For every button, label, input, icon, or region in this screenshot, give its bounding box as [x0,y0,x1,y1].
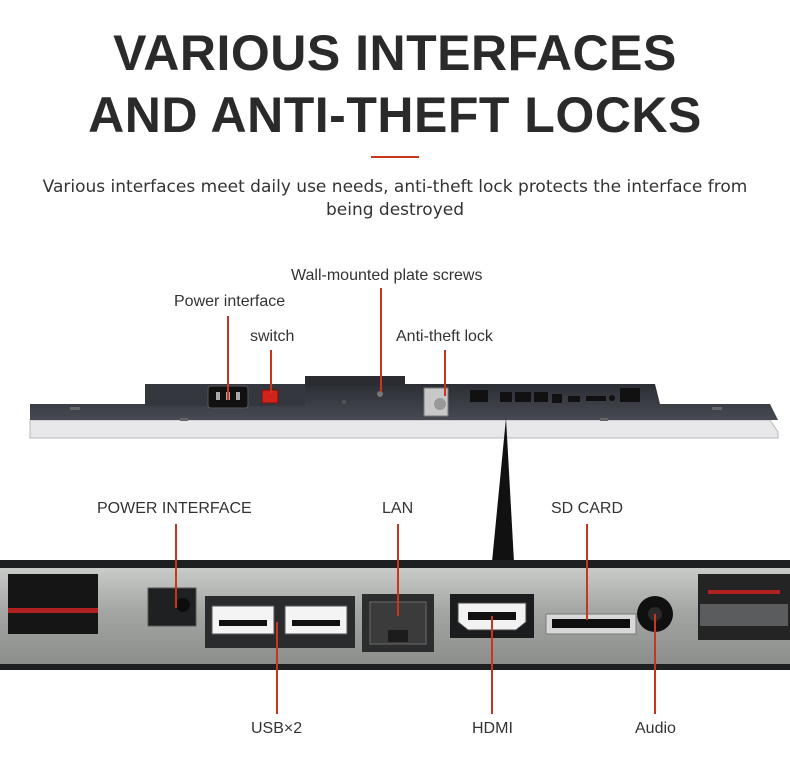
wall-screws-leader [380,288,382,392]
page-title-line-2: AND ANTI-THEFT LOCKS [88,87,702,143]
sd-card-label: SD CARD [551,500,624,517]
audio-label: Audio [635,720,676,737]
hdmi-leader [491,616,493,714]
port-panel-closeup [0,560,790,670]
power-interface-leader [227,316,229,400]
lan-label: LAN [382,500,414,517]
power-port-label: POWER INTERFACE [97,500,252,517]
page-title-line-1: VARIOUS INTERFACES [113,25,677,81]
usb-leader [276,622,278,714]
usb-label: USB×2 [251,720,303,737]
audio-leader [654,614,656,714]
zoom-connector [492,418,514,562]
title-divider [371,156,419,158]
lan-leader [397,524,399,616]
power-interface-label: Power interface [174,293,286,310]
power-port-leader [175,524,177,608]
anti-theft-lock-label: Anti-theft lock [396,328,493,345]
wall-screws-label: Wall-mounted plate screws [291,267,483,284]
anti-theft-lock-leader [444,350,446,396]
switch-leader [270,350,272,394]
monitor-bottom-view [29,376,779,439]
page-subtitle: Various interfaces meet daily use needs,… [42,177,748,220]
hdmi-label: HDMI [472,720,513,737]
sd-card-leader [586,524,588,620]
switch-label: switch [250,328,295,345]
